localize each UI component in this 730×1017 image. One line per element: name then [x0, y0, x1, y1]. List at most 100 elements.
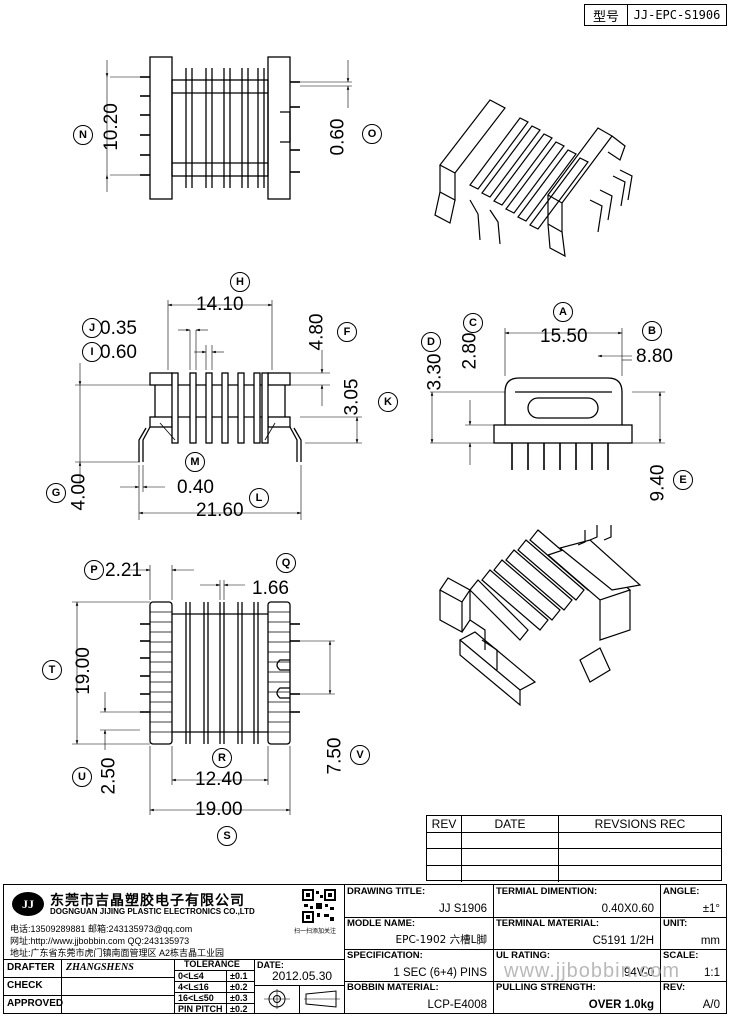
bottom-view: [72, 565, 335, 815]
company-logo: JJ: [12, 892, 44, 916]
revision-header: REV DATE REVSIONS REC: [427, 816, 721, 833]
tag-o: O: [362, 124, 382, 144]
model-name-label: MODLE NAME:: [347, 918, 416, 929]
company-address: 地址:广东省东莞市虎门镇南面管理区 A2栋吉晶工业园: [10, 948, 225, 958]
tag-g: G: [46, 483, 66, 503]
revision-table: REV DATE REVSIONS REC: [426, 815, 722, 882]
scale-label: SCALE:: [663, 950, 699, 961]
tag-f: F: [337, 322, 357, 342]
bobbin-material-value: LCP-E4008: [427, 999, 487, 1011]
dim-n: 10.20: [100, 103, 122, 151]
revision-row: [427, 832, 721, 849]
projection-symbol-icon: [264, 989, 290, 1009]
model-value: JJ-EPC-S1906: [633, 8, 721, 22]
scale-value: 1:1: [704, 967, 720, 979]
tol-range-1: 0<L≤4: [178, 971, 204, 981]
drawing-title-value: JJ S1906: [439, 903, 487, 915]
dim-j: 0.35: [100, 318, 137, 339]
dim-d: 3.30: [424, 353, 446, 391]
tag-l: L: [249, 488, 269, 508]
ul-rating-value: 94V-0: [623, 967, 654, 979]
cone-symbol-icon: [304, 990, 340, 1008]
check-label: CHECK: [7, 980, 43, 991]
terminal-material-value: C5191 1/2H: [592, 935, 654, 947]
tol-value-1: ±0.1: [230, 971, 248, 981]
tag-i: I: [82, 342, 102, 362]
tol-range-2: 4<L≤16: [178, 982, 209, 992]
tol-value-4: ±0.2: [230, 1004, 248, 1014]
company-web: 网址:http://www.jjbobbin.com QQ:243135973: [10, 936, 190, 946]
dim-a: 15.50: [540, 326, 588, 347]
dim-g: 4.00: [68, 473, 90, 511]
angle-label: ANGLE:: [663, 886, 700, 897]
dim-e: 9.40: [647, 464, 669, 502]
side-view: [430, 328, 665, 470]
tag-q: Q: [276, 553, 296, 573]
dim-u: 2.50: [98, 757, 120, 795]
drafter-signature: ZHANGSHENS: [66, 962, 134, 973]
tag-m: M: [185, 452, 205, 472]
title-block: JJ 东莞市吉晶塑胶电子有限公司 DOGNGUAN JIJING PLASTIC…: [3, 884, 727, 1014]
dim-h: 14.10: [196, 294, 244, 315]
dim-s: 19.00: [195, 799, 243, 820]
model-name-value: EPC-1902 六槽L脚: [395, 934, 488, 946]
dim-k: 3.05: [341, 378, 363, 416]
iso-view-top: [434, 99, 633, 258]
unit-value: mm: [700, 935, 720, 947]
tag-c: C: [463, 313, 483, 333]
rev-col: REV: [427, 816, 462, 832]
model-label: 型号: [585, 5, 628, 25]
ul-rating-label: UL RATING:: [496, 950, 551, 961]
tag-r: R: [212, 748, 232, 768]
tag-v: V: [350, 745, 370, 765]
tag-a: A: [553, 302, 573, 322]
angle-value: ±1°: [702, 903, 720, 915]
top-view: [105, 56, 352, 200]
tol-value-3: ±0.3: [230, 993, 248, 1003]
rec-col: REVSIONS REC: [594, 816, 686, 831]
rev-label: REV:: [663, 982, 686, 993]
tag-b: B: [642, 321, 662, 341]
dim-l: 21.60: [196, 500, 244, 521]
dim-o: 0.60: [327, 118, 349, 156]
rev-value: A/0: [702, 999, 720, 1011]
date-col: DATE: [462, 816, 559, 832]
dim-b: 8.80: [636, 346, 673, 367]
tag-t: T: [42, 660, 62, 680]
drawing-title-label: DRAWING TITLE:: [347, 886, 426, 897]
date-label: DATE:: [257, 960, 284, 970]
pulling-strength-label: PULLING STRENGTH:: [496, 982, 596, 993]
dim-p: 2.21: [105, 560, 142, 581]
tag-k: K: [378, 392, 398, 412]
qr-code-icon: [302, 889, 336, 923]
company-name-cn: 东莞市吉晶塑胶电子有限公司: [50, 893, 245, 909]
dim-r: 12.40: [195, 769, 243, 790]
revision-row: [427, 865, 721, 882]
tag-e: E: [673, 470, 693, 490]
bobbin-material-label: BOBBIN MATERIAL:: [347, 982, 439, 993]
unit-label: UNIT:: [663, 918, 688, 929]
dim-v: 7.50: [324, 737, 346, 775]
tag-p: P: [84, 560, 104, 580]
terminal-dim-label: TERMIAL DIMENTION:: [496, 886, 598, 897]
tolerance-label: TOLERANCE: [184, 959, 240, 969]
tag-s: S: [217, 826, 237, 846]
terminal-dim-value: 0.40X0.60: [601, 903, 654, 915]
dim-c: 2.80: [459, 332, 481, 370]
drafter-label: DRAFTER: [7, 962, 55, 973]
terminal-material-label: TERMINAL MATERIAL:: [496, 918, 600, 929]
model-number-box: 型号 JJ-EPC-S1906: [584, 4, 727, 26]
specification-value: 1 SEC (6+4) PINS: [393, 967, 487, 979]
watermark-text: www.jjbobbin.com: [504, 960, 681, 982]
tag-u: U: [72, 767, 92, 787]
dim-q: 1.66: [252, 578, 289, 599]
dim-t: 19.00: [72, 647, 94, 695]
specification-label: SPECIFICATION:: [347, 950, 423, 961]
front-view: [75, 300, 362, 520]
tag-j: J: [82, 318, 102, 338]
tol-range-4: PIN PITCH: [178, 1004, 223, 1014]
dim-m: 0.40: [177, 477, 214, 498]
pulling-strength-value: OVER 1.0kg: [588, 999, 654, 1011]
company-phone: 电话:13509289881 邮箱:243135973@qq.com: [10, 924, 193, 934]
